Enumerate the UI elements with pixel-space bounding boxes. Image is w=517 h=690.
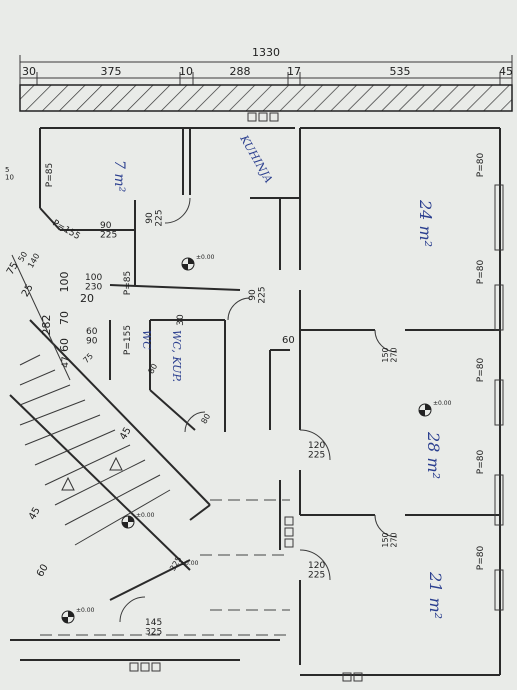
dim-seg-2: 375: [101, 65, 122, 78]
label-30: 30: [176, 314, 186, 326]
label-45-b: 45: [27, 505, 43, 522]
label-90-225-b: 90225: [145, 209, 164, 226]
level-symbol-4: ±0.00: [61, 607, 95, 624]
note-kitchen: KUHINJA: [237, 132, 275, 185]
label-80-a: 80: [146, 362, 159, 375]
staircase: [19, 354, 171, 546]
level-label-1: ±0.00: [196, 254, 215, 261]
top-dimension-chain: 1330 30 375 10 288 17 535 45: [19, 46, 513, 85]
level-label-4: ±0.00: [76, 607, 95, 614]
exterior-wall-hatched: [19, 84, 513, 112]
dim-seg-4: 288: [230, 65, 251, 78]
dim-47: 47: [61, 356, 71, 367]
level-label-3: ±0.00: [136, 512, 155, 519]
dim-25: 25: [20, 282, 36, 299]
dim-seg-7: 45: [499, 65, 513, 78]
dim-282: 282: [40, 315, 53, 336]
note-room-21m2: 21 m²: [426, 571, 445, 619]
dashed-lines: [40, 499, 290, 636]
dim-75: 75: [5, 260, 21, 277]
dim-60-left: 60: [58, 338, 71, 352]
dim-total: 1330: [252, 46, 280, 59]
label-p155-b: P=155: [123, 325, 133, 355]
dim-70: 70: [58, 311, 71, 325]
level-markers: ±0.00 ±0.00 ±0.00 ±0.00 ±0.00: [61, 254, 452, 624]
label-p80-3: P=80: [476, 358, 486, 383]
vent-boxes: [129, 112, 363, 682]
dim-20: 20: [80, 292, 94, 305]
dim-seg-3: 10: [179, 65, 193, 78]
label-p80-2: P=80: [476, 260, 486, 285]
level-label-5: ±0.00: [180, 560, 199, 567]
label-60-side: 60: [282, 335, 295, 346]
level-symbol-3: ±0.00: [121, 512, 155, 529]
label-75-small: 75: [81, 351, 95, 365]
door-swings: [119, 197, 398, 623]
dim-seg-1: 30: [22, 65, 36, 78]
label-p80-4: P=80: [476, 450, 486, 475]
level-symbol-1: ±0.00: [181, 254, 215, 271]
label-80-b: 80: [199, 412, 212, 425]
label-150-270-b: 150270: [381, 532, 398, 547]
note-room-7m2: 7 m²: [111, 160, 127, 193]
label-p80-1: P=80: [476, 153, 486, 178]
dim-50: 50: [16, 250, 29, 263]
label-p85-top: P=85: [45, 163, 55, 187]
label-p80-5: P=80: [476, 546, 486, 571]
label-90-225-c: 90225: [248, 286, 267, 303]
level-label-2: ±0.00: [433, 400, 452, 407]
window-marks: [494, 184, 504, 611]
walls: [9, 127, 501, 676]
label-60-stair: 60: [35, 562, 51, 579]
note-room-24m2: 24 m²: [416, 199, 435, 247]
dim-seg-5: 17: [287, 65, 301, 78]
label-p155-a: P=155: [50, 218, 81, 242]
label-150-270-a: 150270: [381, 347, 398, 362]
note-wc-kup: WC, KUP.: [170, 330, 183, 382]
dim-100-left: 100: [58, 272, 71, 293]
note-room-28m2: 28 m²: [424, 431, 443, 479]
label-45-a: 45: [118, 425, 134, 442]
level-symbol-2: ±0.00: [418, 400, 452, 417]
label-p85-mid: P=85: [123, 271, 133, 295]
dim-seg-6: 535: [390, 65, 411, 78]
note-wc: WC: [140, 330, 153, 350]
